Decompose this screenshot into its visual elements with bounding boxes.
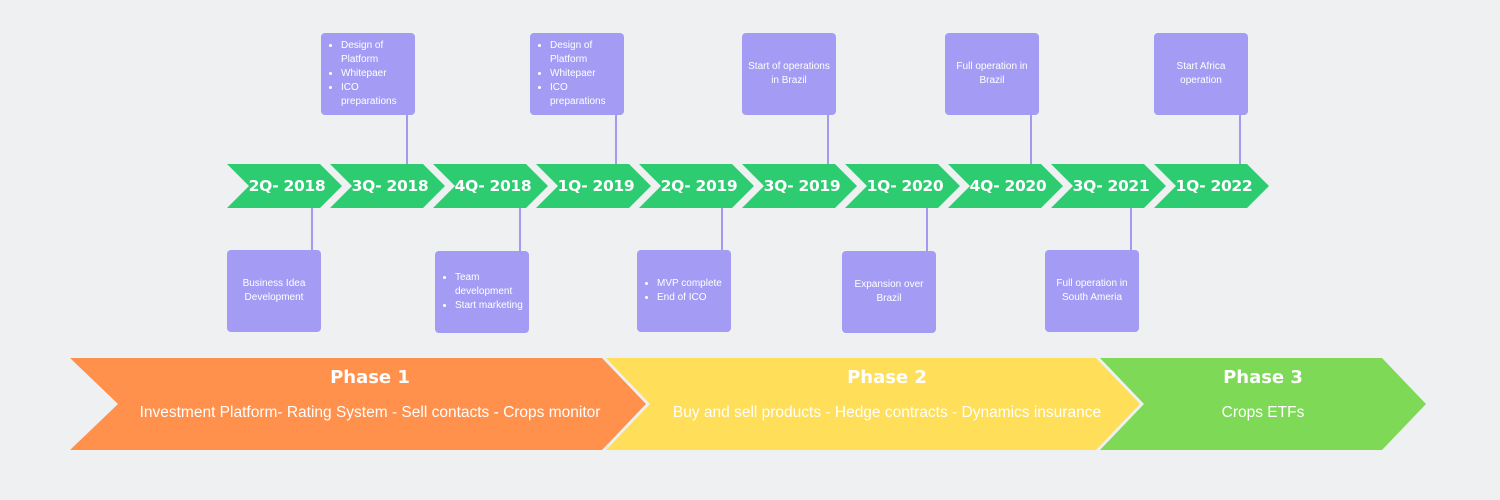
connector-line [721, 208, 723, 250]
milestone-3q-2019: Start of operations in Brazil [742, 33, 836, 115]
milestone-4q-2018: Team development Start marketing [435, 251, 529, 333]
phase-3-arrow [1100, 358, 1426, 450]
connector-line [926, 208, 928, 251]
milestone-2q-2019: MVP complete End of ICO [637, 250, 731, 332]
phase-description: Crops ETFs [1221, 404, 1305, 421]
chevron-3q-2019 [742, 164, 857, 208]
phase-3: Phase 3 Crops ETFs [1100, 358, 1426, 450]
connector-line [311, 208, 313, 250]
milestone-item: Start marketing [455, 299, 525, 313]
milestone-list: MVP complete End of ICO [637, 277, 731, 305]
quarter-label: 4Q- 2020 [969, 177, 1047, 195]
phase-title: Phase 1 [330, 367, 410, 388]
connector-line [615, 114, 617, 164]
milestone-text: Business Idea Development [242, 278, 306, 303]
phase-1: Phase 1 Investment Platform- Rating Syst… [70, 358, 670, 450]
milestone-item: MVP complete [657, 277, 727, 291]
milestone-item: ICO preparations [341, 81, 411, 109]
milestone-item: Design of Platform [550, 39, 620, 67]
milestone-item: Whitepaer [550, 67, 620, 81]
phase-title: Phase 3 [1223, 367, 1303, 388]
milestone-item: ICO preparations [550, 81, 620, 109]
chevron-4q-2018 [433, 164, 548, 208]
connector-line [1239, 114, 1241, 164]
milestone-list: Team development Start marketing [435, 271, 529, 313]
milestone-text: Full operation in South Ameria [1056, 278, 1128, 303]
milestone-2q-2018: Business Idea Development [227, 250, 321, 332]
milestone-3q-2018: Design of Platform Whitepaer ICO prepara… [321, 33, 415, 115]
chevron-1q-2019 [536, 164, 651, 208]
milestone-1q-2022: Start Africa operation [1154, 33, 1248, 115]
phase-1-arrow [70, 358, 646, 450]
chevron-2q-2019 [639, 164, 754, 208]
quarter-label: 3Q- 2018 [351, 177, 429, 195]
quarter-label: 1Q- 2019 [557, 177, 635, 195]
milestone-text: Start Africa operation [1176, 61, 1226, 86]
phase-description: Buy and sell products - Hedge contracts … [672, 404, 1102, 421]
milestone-text: Start of operations in Brazil [748, 61, 830, 86]
phase-2: Phase 2 Buy and sell products - Hedge co… [606, 358, 1168, 450]
milestone-item: Team development [455, 271, 525, 299]
milestone-1q-2019: Design of Platform Whitepaer ICO prepara… [530, 33, 624, 115]
milestone-text: Expansion over Brazil [854, 279, 924, 304]
milestone-1q-2020: Expansion over Brazil [842, 251, 936, 333]
milestone-list: Design of Platform Whitepaer ICO prepara… [321, 39, 415, 109]
quarter-label: 3Q- 2021 [1072, 177, 1150, 195]
chevron-3q-2018 [330, 164, 445, 208]
chevron-1q-2022 [1154, 164, 1269, 208]
connector-line [827, 114, 829, 164]
milestone-item: Whitepaer [341, 67, 411, 81]
milestone-text: Full operation in Brazil [956, 61, 1028, 86]
quarter-label: 2Q- 2018 [248, 177, 326, 195]
phase-2-arrow [606, 358, 1140, 450]
milestone-list: Design of Platform Whitepaer ICO prepara… [530, 39, 624, 109]
quarter-label: 3Q- 2019 [763, 177, 841, 195]
chevron-4q-2020 [948, 164, 1063, 208]
milestone-4q-2020: Full operation in Brazil [945, 33, 1039, 115]
quarter-label: 1Q- 2020 [866, 177, 944, 195]
connector-line [519, 208, 521, 251]
chevron-2q-2018 [227, 164, 342, 208]
connector-line [1130, 208, 1132, 250]
chevron-3q-2021 [1051, 164, 1166, 208]
quarter-label: 2Q- 2019 [660, 177, 738, 195]
phase-title: Phase 2 [847, 367, 927, 388]
milestone-item: End of ICO [657, 291, 727, 305]
connector-line [406, 114, 408, 164]
phase-description: Investment Platform- Rating System - Sel… [139, 404, 601, 421]
quarter-label: 1Q- 2022 [1175, 177, 1253, 195]
milestone-3q-2021: Full operation in South Ameria [1045, 250, 1139, 332]
chevron-1q-2020 [845, 164, 960, 208]
milestone-item: Design of Platform [341, 39, 411, 67]
quarter-label: 4Q- 2018 [454, 177, 532, 195]
connector-line [1030, 114, 1032, 164]
